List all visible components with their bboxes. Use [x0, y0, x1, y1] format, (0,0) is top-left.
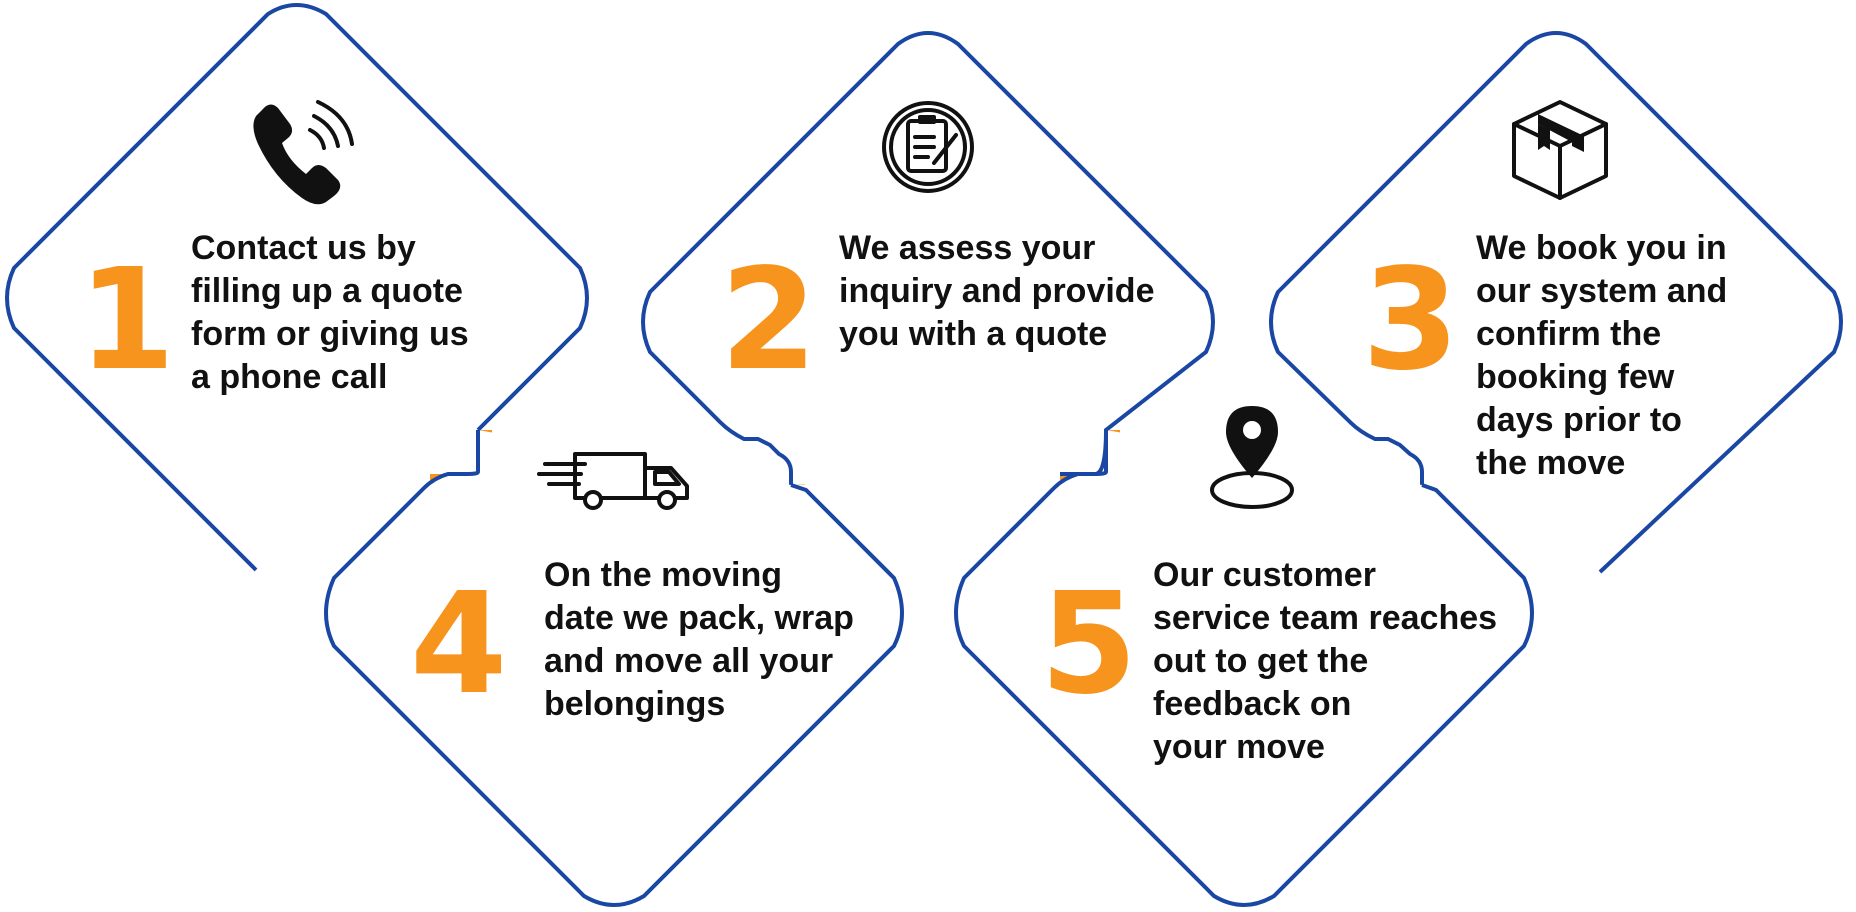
step-3-number: 3 — [1362, 239, 1459, 402]
box-icon — [1512, 100, 1608, 200]
step-3-line: booking few — [1476, 358, 1675, 396]
step-5-diamond — [954, 430, 1534, 907]
step-1-number: 1 — [78, 239, 175, 402]
step-5-line: your move — [1153, 728, 1325, 766]
step-2-line: inquiry and provide — [839, 272, 1154, 310]
step-1-line: form or giving us — [191, 315, 469, 353]
step-3-line: the move — [1476, 444, 1625, 482]
step-3-tile: 3 We book you in our system and confirm … — [1269, 31, 1843, 574]
step-3-line: days prior to — [1476, 401, 1682, 439]
step-5-number: 5 — [1040, 563, 1137, 726]
step-4-line: On the moving — [544, 556, 782, 594]
step-1-line: filling up a quote — [191, 272, 463, 310]
step-3-line: our system and — [1476, 272, 1727, 310]
location-pin-icon — [1210, 406, 1294, 509]
clipboard-icon — [882, 101, 974, 193]
step-1-line: a phone call — [191, 358, 388, 396]
truck-icon — [537, 452, 689, 510]
step-2-tile: 2 We assess your inquiry and provide you… — [641, 31, 1215, 485]
step-1-line: Contact us by — [191, 229, 416, 267]
step-4-diamond — [324, 430, 904, 907]
step-2-line: you with a quote — [839, 315, 1107, 353]
step-5-line: service team reaches — [1153, 599, 1497, 637]
step-4-number: 4 — [410, 563, 507, 726]
step-4-tile: 4 On the moving date we pack, wrap and m… — [324, 430, 904, 907]
phone-icon — [253, 100, 354, 205]
step-4-line: date we pack, wrap — [544, 599, 854, 637]
step-5-tile: 5 Our customer service team reaches out … — [954, 406, 1534, 907]
step-3-line: confirm the — [1476, 315, 1661, 353]
step-1-tile: 1 Contact us by filling up a quote form … — [5, 3, 589, 572]
step-4-line: belongings — [544, 685, 725, 723]
step-2-number: 2 — [720, 239, 817, 402]
step-4-line: and move all your — [544, 642, 833, 680]
step-5-line: out to get the — [1153, 642, 1368, 680]
step-5-line: feedback on — [1153, 685, 1351, 723]
step-3-diamond — [1269, 31, 1843, 574]
step-2-line: We assess your — [839, 229, 1095, 267]
step-2-diamond — [641, 31, 1215, 485]
step-1-diamond — [5, 3, 589, 572]
step-5-line: Our customer — [1153, 556, 1376, 594]
step-3-line: We book you in — [1476, 229, 1727, 267]
